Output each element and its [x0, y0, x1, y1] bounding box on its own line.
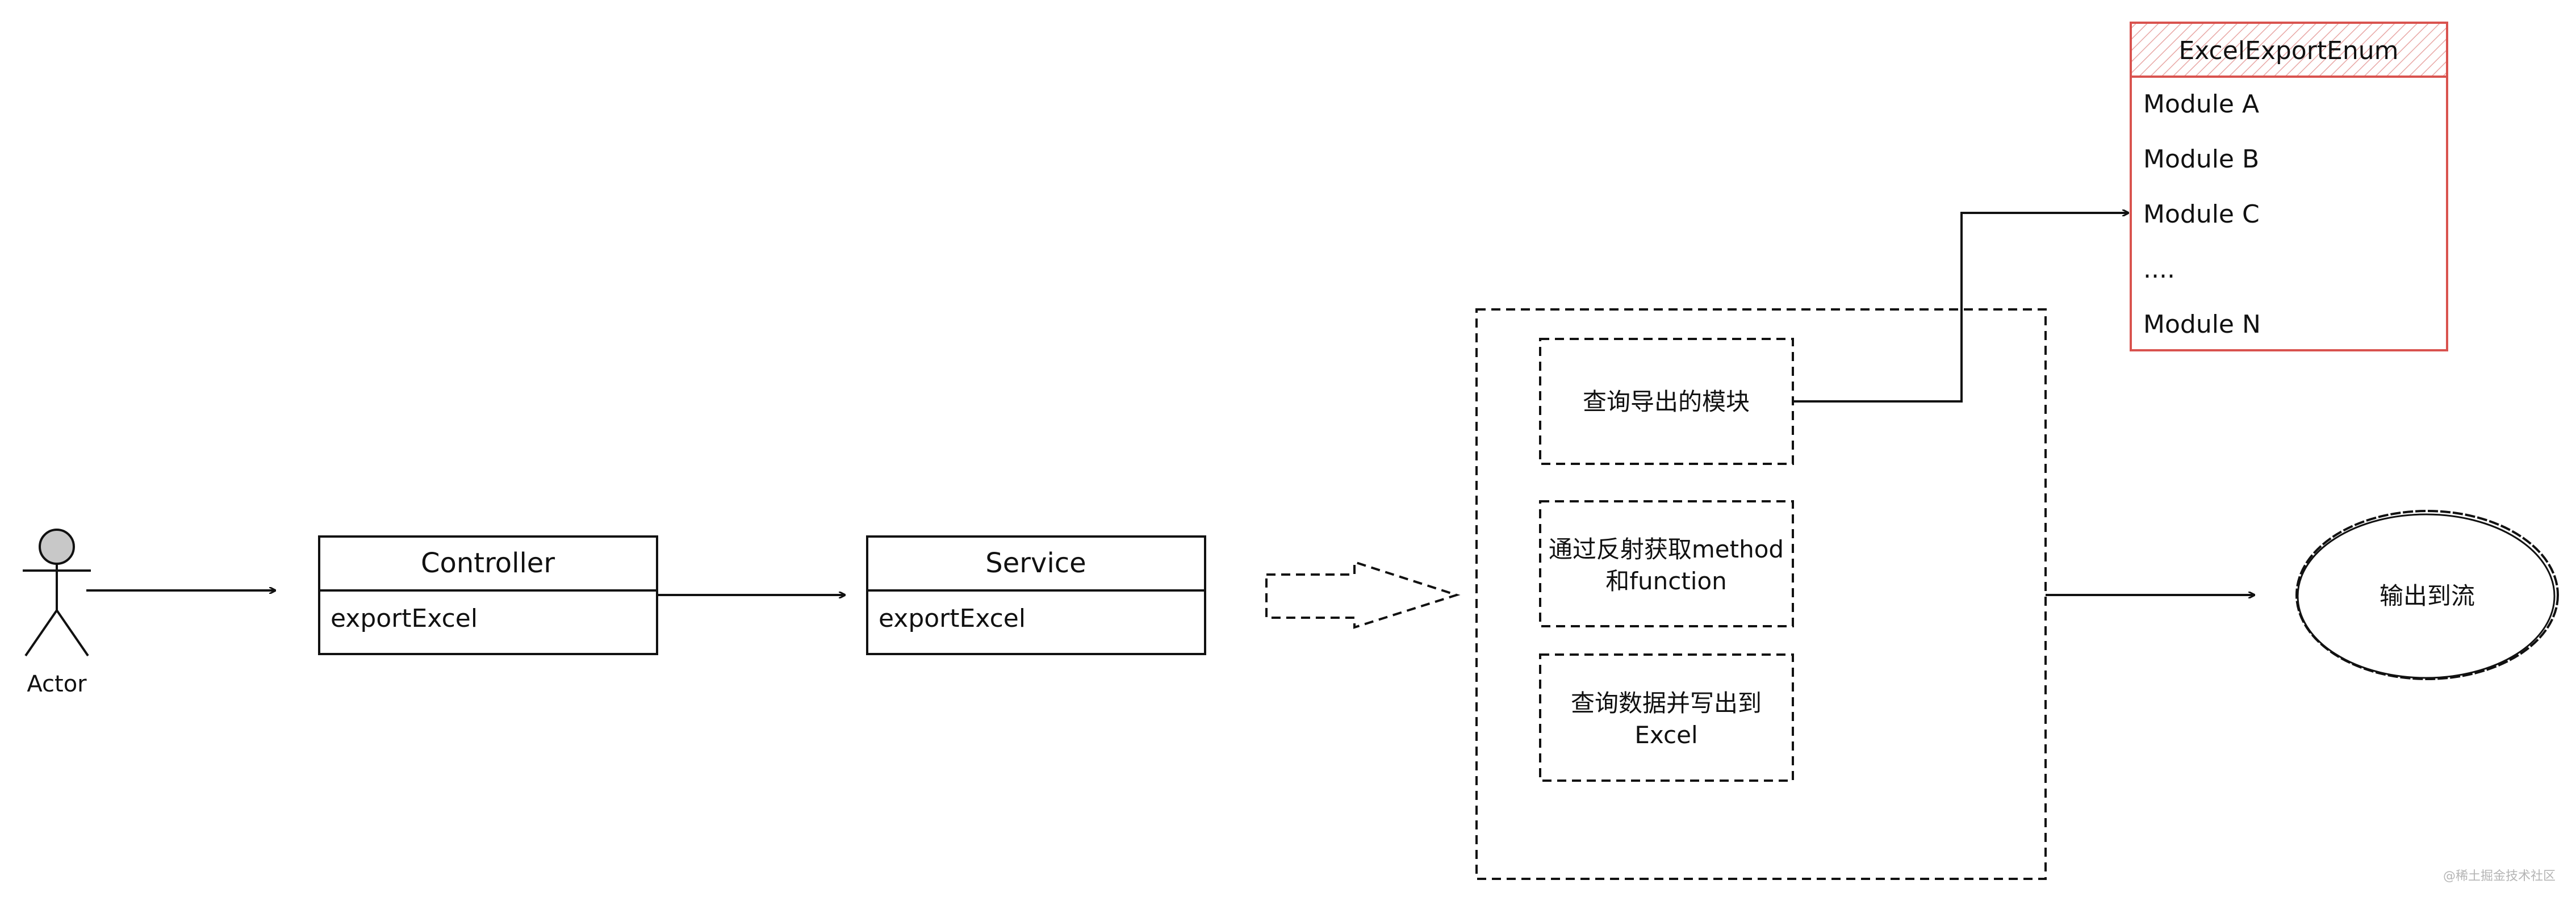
enum-item: Module A	[2143, 90, 2259, 119]
actor-head	[39, 529, 75, 565]
enum-item: Module N	[2143, 310, 2261, 339]
enum-header-hatch	[2131, 23, 2447, 77]
step-1-line-1: 查询导出的模块	[1583, 388, 1750, 416]
step-3-line-2: Excel	[1634, 721, 1697, 749]
enum-item: Module B	[2143, 145, 2259, 174]
controller-method: exportExcel	[331, 604, 478, 633]
step-query-write-excel: 查询数据并写出到 Excel	[1539, 653, 1794, 782]
enum-item: ....	[2143, 255, 2175, 284]
step-reflect-method: 通过反射获取method 和function	[1539, 500, 1794, 627]
output-label: 输出到流	[2380, 582, 2475, 610]
step-query-module: 查询导出的模块	[1539, 338, 1794, 465]
enum-item: Module C	[2143, 200, 2260, 229]
watermark: @稀土掘金技术社区	[2443, 869, 2556, 883]
output-node: 输出到流	[2295, 510, 2559, 680]
actor-label: Actor	[27, 671, 87, 697]
controller-box: Controller exportExcel	[318, 535, 658, 655]
step-box-2	[1539, 500, 1794, 627]
step-box-3	[1539, 653, 1794, 782]
controller-title: Controller	[421, 547, 555, 579]
step-2-line-2: 和function	[1605, 567, 1727, 595]
big-dashed-arrow	[1265, 560, 1461, 629]
service-box: Service exportExcel	[866, 535, 1206, 655]
enum-box: ExcelExportEnum Module A Module B Module…	[2130, 22, 2448, 351]
output-ellipse-inner	[2297, 513, 2556, 679]
step-2-line-1: 通过反射获取method	[1549, 535, 1784, 563]
step-3-line-1: 查询数据并写出到	[1571, 689, 1762, 717]
actor-right-leg	[56, 609, 89, 657]
output-ellipse	[2295, 510, 2559, 680]
enum-frame	[2130, 22, 2448, 351]
service-frame	[866, 535, 1206, 655]
actor-figure: Actor	[23, 529, 91, 697]
process-container	[1475, 308, 2047, 880]
service-method: exportExcel	[879, 604, 1026, 633]
actor-left-leg	[24, 609, 58, 657]
service-title: Service	[985, 547, 1086, 579]
enum-title: ExcelExportEnum	[2178, 36, 2398, 65]
step-to-enum-connector	[1793, 213, 2128, 403]
